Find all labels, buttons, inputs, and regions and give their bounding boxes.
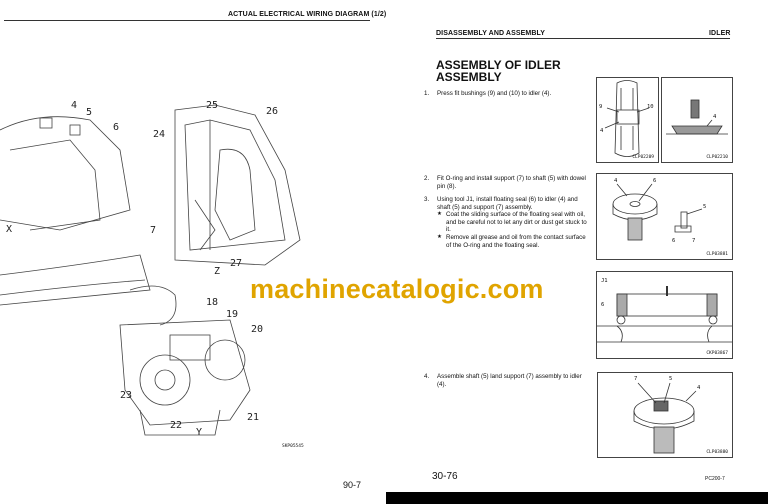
step-text: Fit O-ring and install support (7) to sh… (437, 175, 586, 190)
figure-label: J1 (601, 278, 608, 284)
figure-code: CKP03867 (706, 351, 728, 356)
figure-label: 6 (672, 238, 676, 244)
callout-24: 24 (153, 129, 166, 140)
callout-19: 19 (226, 309, 239, 320)
callout-7: 7 (150, 225, 157, 236)
figure-seal-install: 4 6 5 6 7 CLP03881 (596, 173, 733, 260)
step-number: 2. (424, 175, 430, 182)
header-rule (436, 38, 730, 39)
callout-6: 6 (113, 122, 120, 133)
figure-code: CLP02210 (706, 155, 728, 160)
callout-27: 27 (230, 258, 243, 269)
right-page-number: 30-76 (432, 471, 458, 482)
idler-section-drawing (604, 80, 650, 157)
step-2: 2. Fit O-ring and install support (7) to … (424, 175, 589, 190)
callout-22: 22 (170, 420, 183, 431)
callout-21: 21 (247, 412, 260, 423)
figure-label: 6 (653, 178, 657, 184)
step-1: 1. Press fit bushings (9) and (10) to idl… (424, 90, 589, 98)
figure-label: 4 (600, 128, 604, 134)
figure-label: 7 (634, 376, 638, 382)
callout-x: X (6, 224, 13, 235)
callout-20: 20 (251, 324, 264, 335)
title-line-2: ASSEMBLY (436, 70, 502, 84)
callout-18: 18 (206, 297, 219, 308)
step-4: 4. Assemble shaft (5) land support (7) as… (424, 373, 589, 388)
figure-final-assembly: 7 5 4 CLP03880 (597, 372, 733, 458)
step-note: Coat the sliding surface of the floating… (437, 211, 589, 234)
callout-26: 26 (266, 106, 279, 117)
left-figure-code: SKP05545 (282, 444, 304, 449)
figure-label: 5 (703, 204, 707, 210)
figure-label: 4 (713, 114, 717, 120)
watermark: machinecatalogic.com (250, 274, 544, 304)
figure-bushings: 9 10 4 CLP02209 (596, 77, 659, 163)
figure-code: CLP03881 (706, 252, 728, 257)
callout-5: 5 (86, 107, 93, 118)
left-page-number: 90-7 (343, 480, 362, 490)
right-header-section: DISASSEMBLY AND ASSEMBLY (436, 30, 545, 37)
callout-25: 25 (206, 100, 219, 111)
step-3: 3. Using tool J1, install floating seal (… (424, 196, 589, 249)
step-text: Press fit bushings (9) and (10) to idler… (437, 90, 552, 97)
step-text: Assemble shaft (5) land support (7) asse… (437, 373, 582, 388)
figure-press-fit: 4 CLP02210 (661, 77, 733, 163)
idler-assembly-drawing (633, 382, 697, 454)
wiring-diagram-illustration (0, 104, 301, 436)
idler-and-shaft-drawing (612, 183, 703, 241)
callout-23: 23 (120, 390, 133, 401)
figure-code: CLP02209 (632, 155, 654, 160)
title-line-1: ASSEMBLY OF IDLER (436, 58, 561, 72)
figure-tool-j1: J1 6 CKP03867 (596, 271, 733, 359)
figure-label: 4 (697, 385, 701, 391)
figure-label: 5 (669, 376, 673, 382)
step-number: 3. (424, 196, 430, 203)
callout-y: Y (196, 427, 203, 438)
step-number: 1. (424, 90, 430, 97)
step-number: 4. (424, 373, 430, 380)
figure-label: 10 (647, 104, 654, 110)
tool-j1-drawing (597, 286, 732, 343)
figure-code: CLP03880 (706, 450, 728, 455)
press-drawing (666, 99, 728, 135)
step-text: Using tool J1, install floating seal (6)… (437, 196, 578, 211)
step-note: Remove all grease and oil from the conta… (437, 234, 589, 249)
callout-4: 4 (71, 100, 78, 111)
figure-label: 6 (601, 302, 605, 308)
figure-label: 4 (614, 178, 618, 184)
callout-z: Z (214, 266, 221, 277)
model-code: PC200-7 (705, 476, 725, 482)
figure-label: 9 (599, 104, 603, 110)
section-title: ASSEMBLY OF IDLER ASSEMBLY (436, 59, 561, 83)
figure-label: 7 (692, 238, 696, 244)
right-header-topic: IDLER (709, 30, 731, 37)
left-header: ACTUAL ELECTRICAL WIRING DIAGRAM (1/2) (228, 11, 387, 18)
header-rule (4, 20, 370, 21)
bottom-bar (386, 492, 768, 504)
